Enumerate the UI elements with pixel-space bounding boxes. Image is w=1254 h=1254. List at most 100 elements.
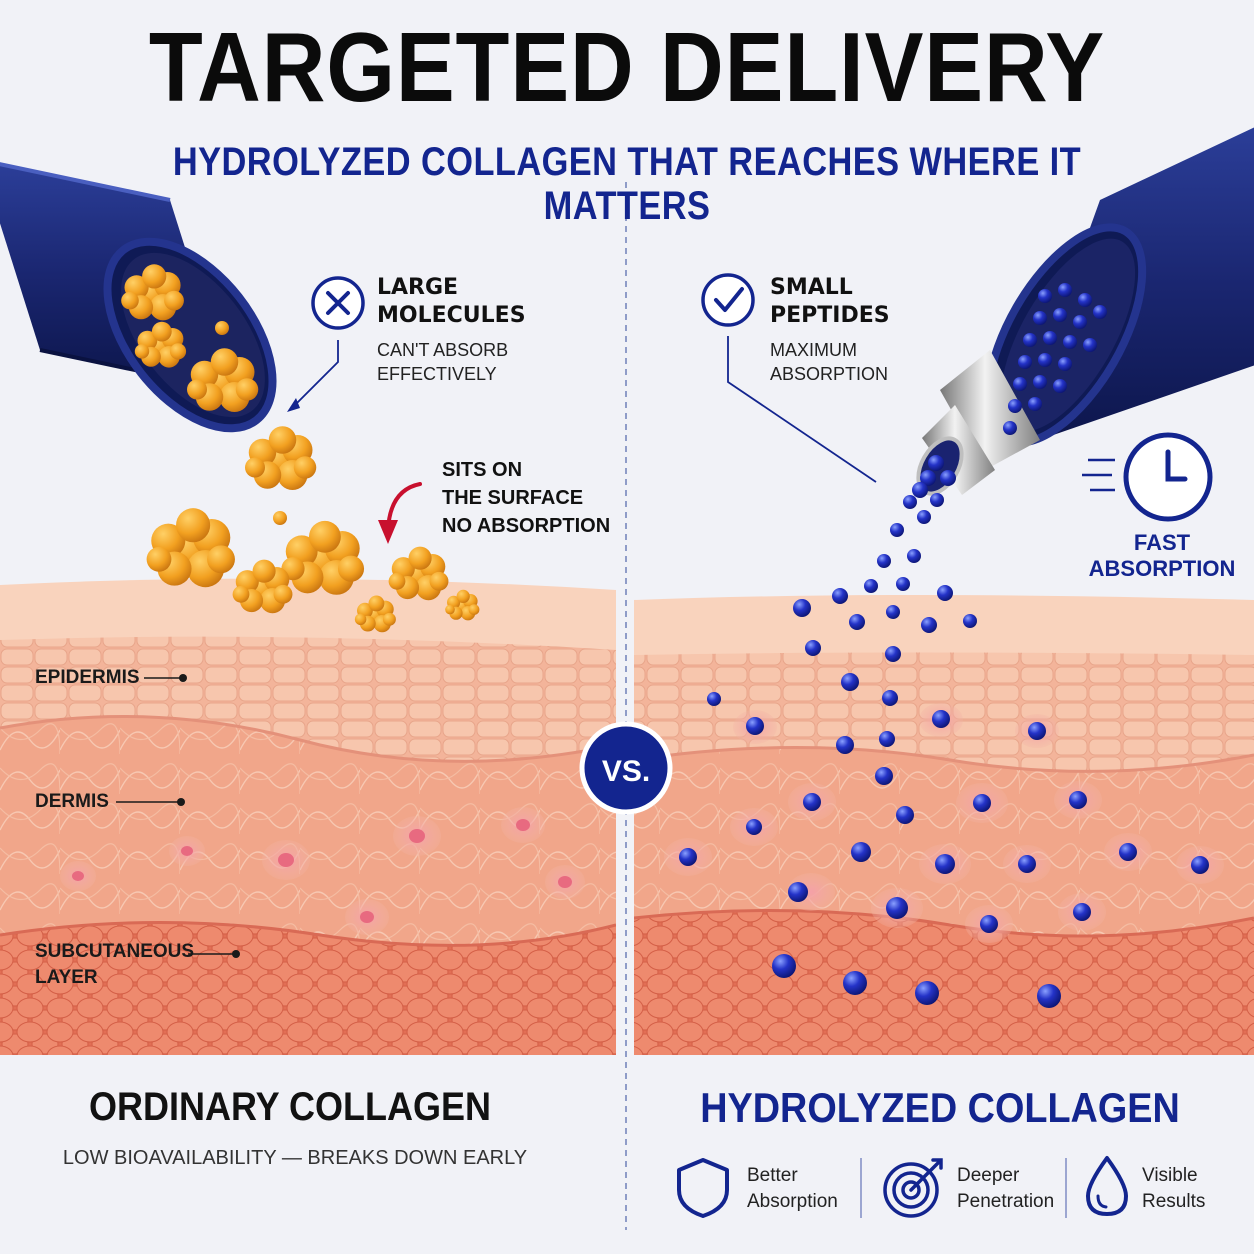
label-subcutaneous-line: SUBCUTANEOUS (35, 941, 195, 962)
peptide-sphere (1033, 311, 1047, 325)
peptide-sphere (843, 971, 867, 995)
peptide-sphere (832, 588, 848, 604)
peptide-sphere (1033, 375, 1047, 389)
peptide-sphere (1119, 843, 1137, 861)
hydrolyzed-collagen-title: HYDROLYZED COLLAGEN (700, 1084, 1180, 1131)
right-callout-sub-line: MAXIMUM (770, 340, 857, 360)
peptide-sphere (877, 554, 891, 568)
left-callout-title-line: MOLECULES (377, 303, 526, 328)
label-dermis: DERMIS (35, 791, 109, 812)
peptide-sphere (1073, 903, 1091, 921)
surface-note-line: SITS ON (442, 459, 523, 481)
label-subcutaneous: SUBCUTANEOUS LAYER (35, 939, 194, 991)
peptide-sphere (980, 915, 998, 933)
right-skin-cross-section (634, 595, 1254, 1055)
peptide-sphere (793, 599, 811, 617)
peptide-sphere (805, 640, 821, 656)
peptide-sphere (1013, 377, 1027, 391)
peptide-sphere (1028, 397, 1042, 411)
left-dermis-cells (60, 807, 585, 935)
peptide-sphere (841, 673, 859, 691)
peptide-sphere (1191, 856, 1209, 874)
left-callout-arrowhead (287, 398, 300, 412)
peptide-sphere (935, 854, 955, 874)
left-skin-cross-section (0, 578, 616, 1055)
peptide-sphere (920, 470, 936, 486)
peptide-sphere (1018, 855, 1036, 873)
target-icon (883, 1158, 943, 1218)
benefit-line: Penetration (957, 1191, 1055, 1212)
peptide-sphere (886, 897, 908, 919)
peptide-sphere (803, 793, 821, 811)
vs-badge (579, 721, 673, 815)
left-callout-sub: CAN'T ABSORB EFFECTIVELY (377, 338, 508, 386)
small-peptides (679, 283, 1209, 1008)
peptide-sphere (1038, 289, 1052, 303)
right-callout-sub-line: ABSORPTION (770, 364, 889, 384)
peptide-sphere (875, 767, 893, 785)
benefit-deeper-penetration: Deeper Penetration (957, 1163, 1054, 1215)
droplet-icon (1086, 1156, 1128, 1216)
peptide-sphere (746, 717, 764, 735)
peptide-sphere (940, 470, 956, 486)
peptide-sphere (1093, 305, 1107, 319)
peptide-sphere (915, 981, 939, 1005)
layer-pointers (116, 674, 240, 958)
peptide-sphere (1037, 984, 1061, 1008)
peptide-sphere (932, 710, 950, 728)
right-callout-line (727, 336, 877, 483)
peptide-sphere (836, 736, 854, 754)
peptide-sphere (746, 819, 762, 835)
peptide-sphere (849, 614, 865, 630)
peptide-sphere (896, 577, 910, 591)
red-curved-arrow-icon (378, 482, 422, 544)
peptide-sphere (864, 579, 878, 593)
peptide-sphere (886, 605, 900, 619)
peptide-sphere (1018, 355, 1032, 369)
peptide-sphere (907, 549, 921, 563)
benefit-line: Deeper (957, 1165, 1020, 1186)
peptide-sphere (896, 806, 914, 824)
right-callout-title-line: PEPTIDES (770, 303, 890, 328)
benefit-line: Absorption (747, 1191, 838, 1212)
peptide-sphere (1053, 308, 1067, 322)
peptide-sphere (1058, 357, 1072, 371)
ordinary-collagen-subtitle: LOW BIOAVAILABILITY — BREAKS DOWN EARLY (62, 1147, 528, 1169)
page-title: TARGETED DELIVERY (148, 12, 1106, 122)
peptide-sphere (882, 690, 898, 706)
peptide-sphere (917, 510, 931, 524)
benefit-line: Visible (1142, 1165, 1198, 1186)
surface-note-line: THE SURFACE (442, 487, 584, 509)
left-callout-title-line: LARGE (377, 275, 459, 300)
peptide-sphere (1003, 421, 1017, 435)
peptide-sphere (1063, 335, 1077, 349)
peptide-sphere (788, 882, 808, 902)
peptide-sphere (937, 585, 953, 601)
peptide-sphere (1038, 353, 1052, 367)
peptide-sphere (1058, 283, 1072, 297)
surface-note: SITS ON THE SURFACE NO ABSORPTION (442, 456, 610, 540)
peptide-sphere (1043, 331, 1057, 345)
peptide-sphere (921, 617, 937, 633)
peptide-sphere (1053, 379, 1067, 393)
surface-note-line: NO ABSORPTION (442, 515, 611, 537)
check-circle-icon (701, 273, 755, 327)
right-callout-title: SMALL PEPTIDES (770, 274, 890, 330)
peptide-sphere (1083, 338, 1097, 352)
right-callout-sub: MAXIMUM ABSORPTION (770, 338, 888, 386)
peptide-sphere (707, 692, 721, 706)
x-circle-icon (311, 276, 365, 330)
right-callout-title-line: SMALL (770, 275, 853, 300)
peptide-sphere (1028, 722, 1046, 740)
peptide-sphere (973, 794, 991, 812)
peptide-sphere (851, 842, 871, 862)
large-molecules (121, 264, 480, 633)
peptide-sphere (772, 954, 796, 978)
fast-absorption-label: FAST ABSORPTION (1082, 530, 1242, 582)
benefit-line: Results (1142, 1191, 1206, 1212)
benefit-line: Better (747, 1165, 798, 1186)
benefit-better-absorption: Better Absorption (747, 1163, 838, 1215)
peptide-sphere (1069, 791, 1087, 809)
